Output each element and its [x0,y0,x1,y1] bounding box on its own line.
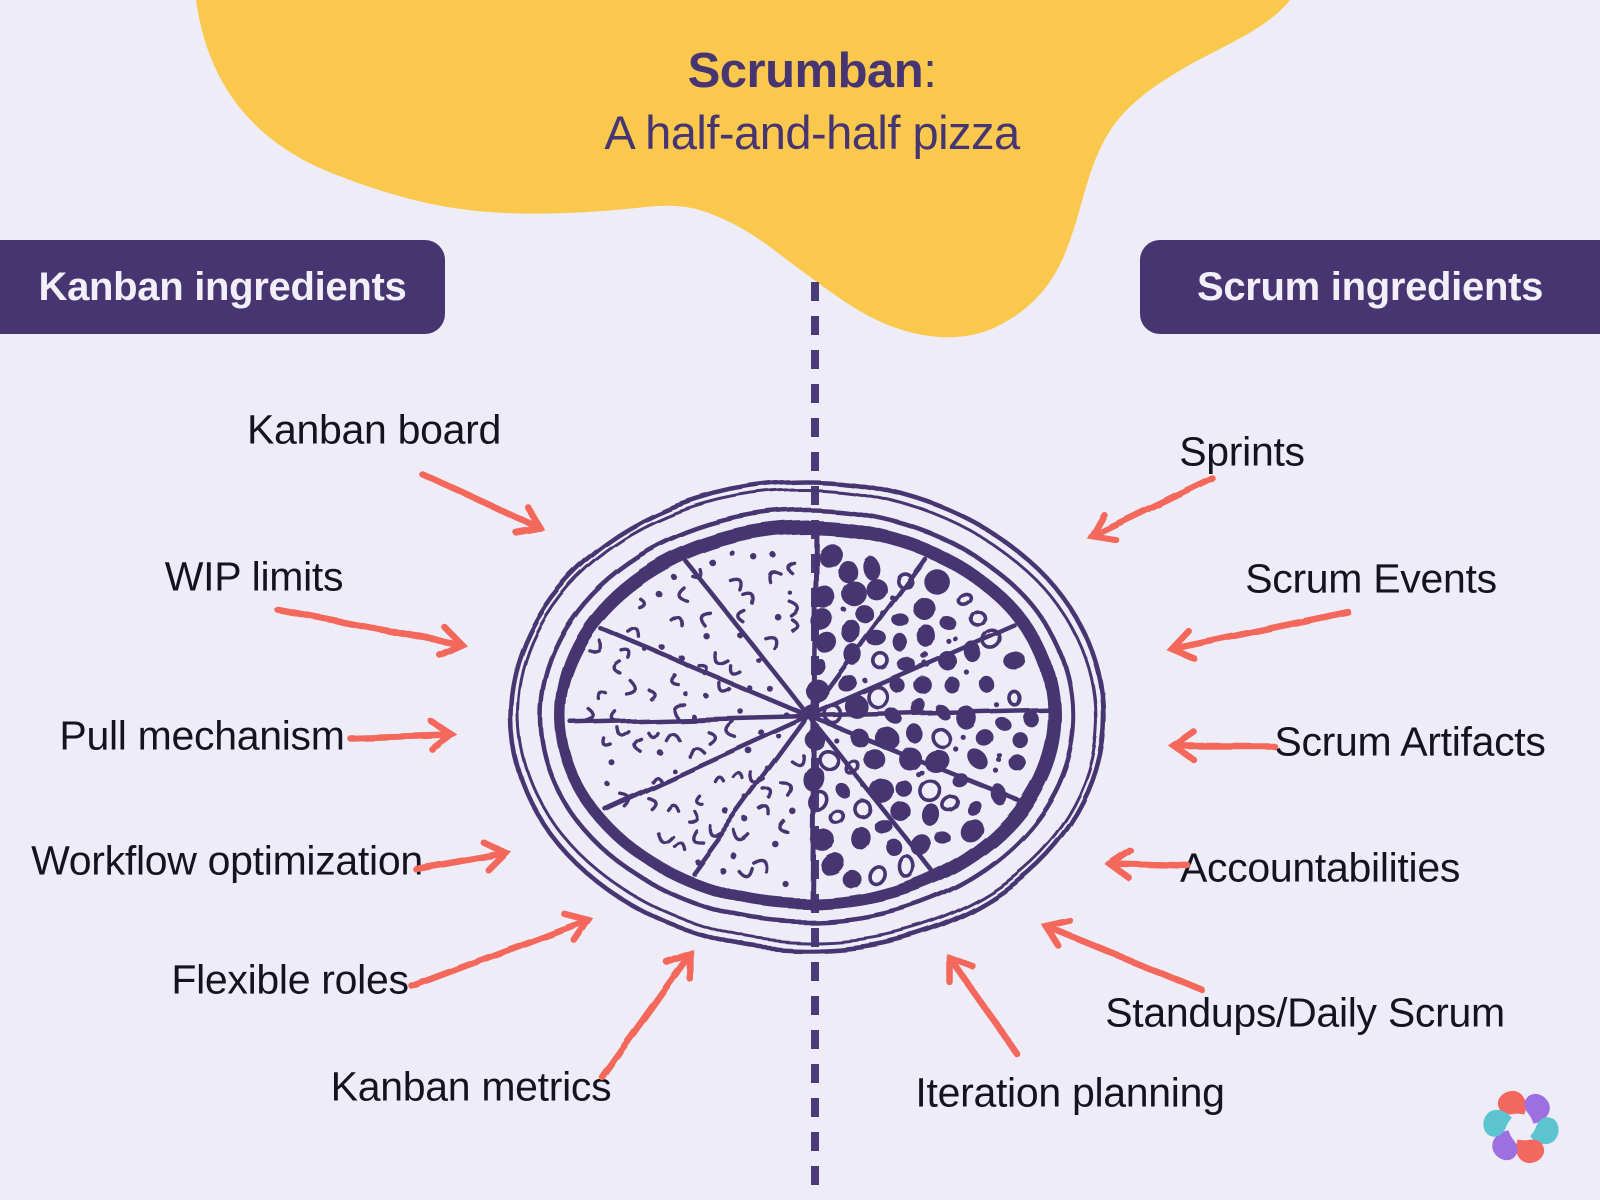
title-colon: : [923,44,937,98]
plate-outer-ring-sketch [515,488,1099,944]
label-sprints: Sprints [1179,428,1305,475]
label-kanban-metrics: Kanban metrics [330,1063,612,1110]
header-yellow-blob [196,0,1290,338]
label-kanban-board: Kanban board [246,406,502,453]
plate-inner-ring [537,507,1077,925]
arrow-iteration-planning [946,953,1022,1059]
arrow-scrum-events [1166,608,1352,662]
kanban-section-badge: Kanban ingredients [0,240,445,334]
label-scrum-events: Scrum Events [1245,555,1497,602]
pizza-illustration [507,479,1107,953]
page-title: Scrumban: A half-and-half pizza [412,40,1212,164]
label-standups-daily-scrum: Standups/Daily Scrum [1105,989,1505,1036]
title-line-1: Scrumban: [412,40,1212,102]
label-pull-mechanism: Pull mechanism [59,712,345,759]
arrow-pull-mechanism [346,718,458,753]
pinwheel-logo [1483,1089,1559,1165]
arrow-wip-limits [274,606,468,659]
scrum-section-badge: Scrum ingredients [1140,240,1600,334]
kanban-half-herb-speckles [584,551,806,888]
plate-outer-ring [507,479,1107,953]
label-flexible-roles: Flexible roles [171,956,409,1003]
scrum-half-pepperoni [802,542,1039,888]
label-scrum-artifacts: Scrum Artifacts [1274,718,1546,765]
kanban-section-label: Kanban ingredients [38,264,407,309]
label-workflow-optimization: Workflow optimization [31,837,423,884]
label-accountabilities: Accountabilities [1179,844,1461,891]
label-wip-limits: WIP limits [164,553,344,600]
pizza-slice-lines [568,525,1050,907]
title-subtitle: A half-and-half pizza [604,106,1020,159]
title-product: Scrumban [687,44,924,98]
scrum-section-label: Scrum ingredients [1196,264,1544,309]
label-iteration-planning: Iteration planning [915,1069,1225,1116]
arrow-kanban-metrics [598,949,694,1081]
